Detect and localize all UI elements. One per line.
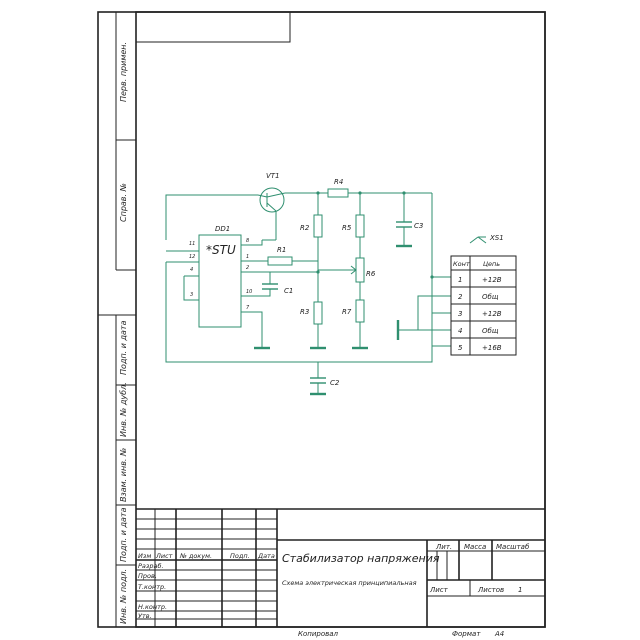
pin-10: 10 <box>246 289 252 295</box>
label-r2: R2 <box>300 224 310 232</box>
pin-4: 4 <box>190 267 193 273</box>
conn-header-contact: Конт <box>453 260 470 268</box>
resistor-r4 <box>327 188 349 198</box>
label-xs1: XS1 <box>489 234 504 242</box>
side-label-orig-inv: Инв. № подл. <box>119 569 128 624</box>
conn-row-4-num: 4 <box>458 327 462 335</box>
resistor-r6 <box>355 257 365 283</box>
tb-col-docnum: № докум. <box>179 552 212 560</box>
tb-role-ncontrol: Н.контр. <box>138 603 167 611</box>
tb-sheets-value: 1 <box>518 586 522 594</box>
conn-row-5-num: 5 <box>458 344 463 352</box>
connector-table: Конт Цепь 1 +12В 2 Общ 3 +12В 4 Общ 5 +1… <box>450 255 517 356</box>
pin-2: 2 <box>246 265 249 271</box>
tb-col-change: Изм <box>138 552 151 560</box>
side-label-repl-inv: Взам. инв. № <box>119 448 128 502</box>
pin-8: 8 <box>246 238 249 244</box>
tb-sheets-label: Листов <box>477 586 504 594</box>
chip-dd1 <box>198 234 242 328</box>
label-dd1: DD1 <box>215 225 230 233</box>
resistor-r3 <box>313 301 323 325</box>
footer-format-value: A4 <box>494 630 504 638</box>
label-r7: R7 <box>342 308 352 316</box>
tb-col-sheet: Лист <box>155 552 173 560</box>
side-label-dup-inv: Инв. № дубл. <box>119 382 128 437</box>
pin-11: 11 <box>189 241 195 247</box>
tb-mass-label: Масса <box>464 543 486 551</box>
resistor-r1 <box>267 256 293 266</box>
side-label-first-use: Перв. примен. <box>119 42 128 102</box>
tb-role-developed: Разраб. <box>138 562 164 570</box>
tb-lit-label: Лит. <box>435 543 452 551</box>
footer-format-label: Формат <box>452 630 481 638</box>
chip-title: *STU <box>206 243 236 257</box>
pin-12: 12 <box>189 254 195 260</box>
label-c2: C2 <box>330 379 340 387</box>
resistor-r7 <box>355 299 365 323</box>
label-r4: R4 <box>334 178 343 186</box>
conn-row-1-num: 1 <box>458 276 462 284</box>
label-r1: R1 <box>277 246 286 254</box>
inner-frame <box>135 11 546 628</box>
schematic: VT1 R4 DD1 *STU 11 12 4 3 8 1 2 10 7 R1 <box>165 172 504 396</box>
side-stamp-column: Перв. примен. Справ. № Подп. и дата Инв.… <box>98 12 136 627</box>
conn-row-2-circuit: Общ <box>482 293 499 301</box>
label-c1: C1 <box>284 287 293 295</box>
tb-role-tcontrol: Т.контр. <box>138 583 166 591</box>
tb-col-sign: Подп. <box>230 552 250 560</box>
tb-role-approved: Утв. <box>138 612 152 620</box>
transistor-vt1 <box>259 187 285 213</box>
drawing-subtitle: Схема электрическая принципиальная <box>282 579 417 587</box>
title-block: Изм Лист № докум. Подп. Дата Разраб. Про… <box>136 508 545 627</box>
label-c3: C3 <box>414 222 423 230</box>
pin-1: 1 <box>246 254 249 260</box>
tb-col-date: Дата <box>257 552 275 560</box>
footer-copied: Копировал <box>298 630 339 638</box>
top-corner-box <box>136 12 291 43</box>
conn-row-1-circuit: +12В <box>482 276 502 284</box>
tb-role-checked: Пров. <box>138 572 157 580</box>
tb-scale-label: Масштаб <box>496 543 530 551</box>
conn-row-4-circuit: Общ <box>482 327 499 335</box>
side-label-sign-date-2: Подп. и дата <box>119 507 128 562</box>
conn-row-2-num: 2 <box>458 293 463 301</box>
resistor-r5 <box>355 214 365 238</box>
conn-header-circuit: Цепь <box>483 260 500 268</box>
conn-row-3-num: 3 <box>458 310 462 318</box>
resistor-r2 <box>313 214 323 238</box>
label-r6: R6 <box>366 270 376 278</box>
label-vt1: VT1 <box>266 172 280 180</box>
label-r3: R3 <box>300 308 309 316</box>
side-label-ref-no: Справ. № <box>119 183 128 222</box>
pin-3: 3 <box>190 292 193 298</box>
side-label-sign-date-1: Подп. и дата <box>119 320 128 375</box>
label-r5: R5 <box>342 224 352 232</box>
conn-row-3-circuit: +12В <box>482 310 502 318</box>
pin-7: 7 <box>246 305 250 311</box>
drawing-title: Стабилизатор напряжения <box>282 552 440 565</box>
wire-top-left <box>165 194 258 240</box>
tb-sheet-label: Лист <box>429 586 449 594</box>
conn-row-5-circuit: +16В <box>482 344 502 352</box>
